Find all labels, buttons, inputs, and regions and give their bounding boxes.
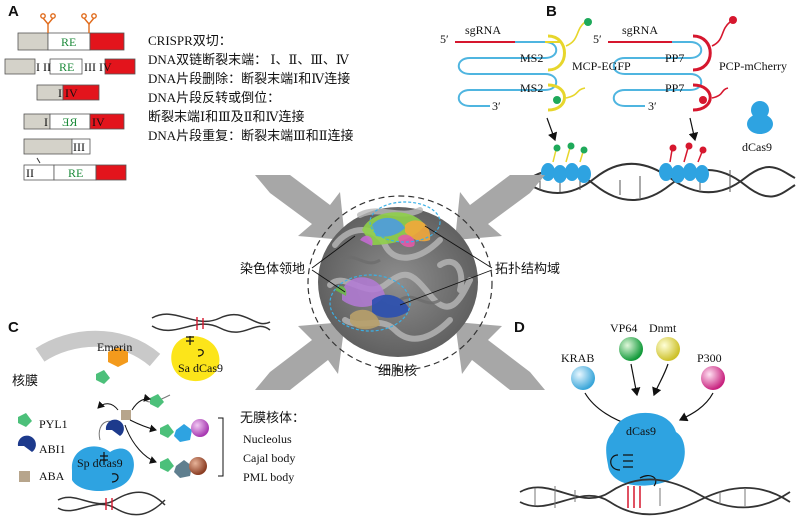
dcas9-label-b: dCas9 bbox=[742, 140, 772, 154]
three-prime-label-right: 3′ bbox=[648, 99, 657, 113]
topological-domain-label: 拓扑结构域 bbox=[495, 261, 561, 276]
egfp-dot bbox=[584, 18, 592, 26]
pp7-label-2: PP7 bbox=[665, 81, 685, 95]
panel-c-graphic bbox=[17, 313, 271, 516]
ms2-label-1: MS2 bbox=[520, 51, 544, 65]
sgrna-label-right: sgRNA bbox=[622, 23, 659, 37]
re-label-3: RE bbox=[68, 166, 84, 180]
sgrna-label-left: sgRNA bbox=[465, 23, 502, 37]
emerin-label: Emerin bbox=[97, 340, 133, 354]
aba-shape bbox=[121, 410, 131, 420]
nuclear-envelope-label: 核膜 bbox=[12, 373, 39, 388]
nucleus-graphic bbox=[307, 195, 493, 371]
three-prime-label-left: 3′ bbox=[492, 99, 501, 113]
legend-aba: ABA bbox=[39, 469, 65, 483]
p300-sphere bbox=[701, 366, 725, 390]
sp-dcas9-label: Sp dCas9 bbox=[77, 456, 123, 470]
dcas9-icon bbox=[747, 101, 773, 134]
five-prime-label-left: 5′ bbox=[440, 32, 449, 46]
dnmt-label: Dnmt bbox=[649, 321, 677, 335]
scissors-icon bbox=[40, 13, 97, 33]
panel-a-text-line: DNA片段重复：断裂末端Ⅲ和Ⅱ连接 bbox=[148, 128, 354, 143]
panel-a-text-line: 断裂末端Ⅰ和Ⅲ及Ⅱ和Ⅳ连接 bbox=[148, 109, 305, 124]
pp7-label-1: PP7 bbox=[665, 51, 685, 65]
vp64-label: VP64 bbox=[610, 321, 638, 335]
panel-a-text-line: DNA片段删除：断裂末端Ⅰ和Ⅳ连接 bbox=[148, 71, 351, 86]
mcp-egfp-label: MCP-EGFP bbox=[572, 59, 631, 73]
break-end-left-label: I II bbox=[36, 60, 51, 74]
dna-segment-gray bbox=[17, 32, 49, 51]
krab-label: KRAB bbox=[561, 351, 595, 365]
break-end-right-label: III IV bbox=[84, 60, 112, 74]
emerin-shape bbox=[108, 347, 128, 367]
legend-abi1: ABI1 bbox=[39, 442, 66, 456]
ms2-label-2: MS2 bbox=[520, 81, 544, 95]
panel-a-text-line: CRISPR双切： bbox=[148, 33, 232, 48]
panel-label-a: A bbox=[8, 3, 19, 20]
re-label: RE bbox=[61, 35, 77, 49]
condensate-title: 无膜核体： bbox=[240, 410, 306, 425]
abi1-shape bbox=[105, 419, 124, 436]
inversion-left-label: I bbox=[44, 115, 48, 129]
krab-sphere bbox=[571, 366, 595, 390]
dcas9-label-d: dCas9 bbox=[626, 424, 656, 438]
chromosome-territory-label: 染色体领地 bbox=[240, 261, 306, 276]
legend-pyl1: PYL1 bbox=[39, 417, 68, 431]
convergence-arrows bbox=[255, 175, 545, 390]
re-label-2: RE bbox=[59, 60, 75, 74]
panel-label-c: C bbox=[8, 319, 19, 336]
sa-dcas9-label: Sa dCas9 bbox=[178, 361, 223, 375]
p300-label: P300 bbox=[697, 351, 722, 365]
panel-d-graphic bbox=[519, 337, 791, 516]
five-prime-label-right: 5′ bbox=[593, 32, 602, 46]
vp64-sphere bbox=[619, 337, 643, 361]
panel-b-graphic bbox=[455, 16, 796, 201]
pcp-mcherry-label: PCP-mCherry bbox=[719, 59, 788, 73]
panel-a-graphic bbox=[4, 13, 136, 181]
deletion-junction-label: I IV bbox=[58, 86, 78, 100]
condensate-cajal-body: Cajal body bbox=[243, 451, 296, 465]
panel-label-d: D bbox=[514, 319, 525, 336]
panel-a-text-line: DNA片段反转或倒位： bbox=[148, 90, 281, 105]
panel-label-b: B bbox=[546, 3, 557, 20]
dnmt-sphere bbox=[656, 337, 680, 361]
dna-segment-red bbox=[89, 32, 125, 51]
re-label-inverted: RE bbox=[62, 115, 78, 129]
condensate-nucleolus: Nucleolus bbox=[243, 432, 292, 446]
duplication-label-ii: II bbox=[26, 166, 34, 180]
panel-a-text-line: DNA双链断裂末端： Ⅰ、Ⅱ、Ⅲ、Ⅳ bbox=[148, 52, 349, 67]
condensate-pml-body: PML body bbox=[243, 470, 295, 484]
duplication-label-iii: III bbox=[73, 140, 85, 154]
nucleus-label: 细胞核 bbox=[378, 363, 418, 378]
inversion-right-label: IV bbox=[92, 115, 105, 129]
